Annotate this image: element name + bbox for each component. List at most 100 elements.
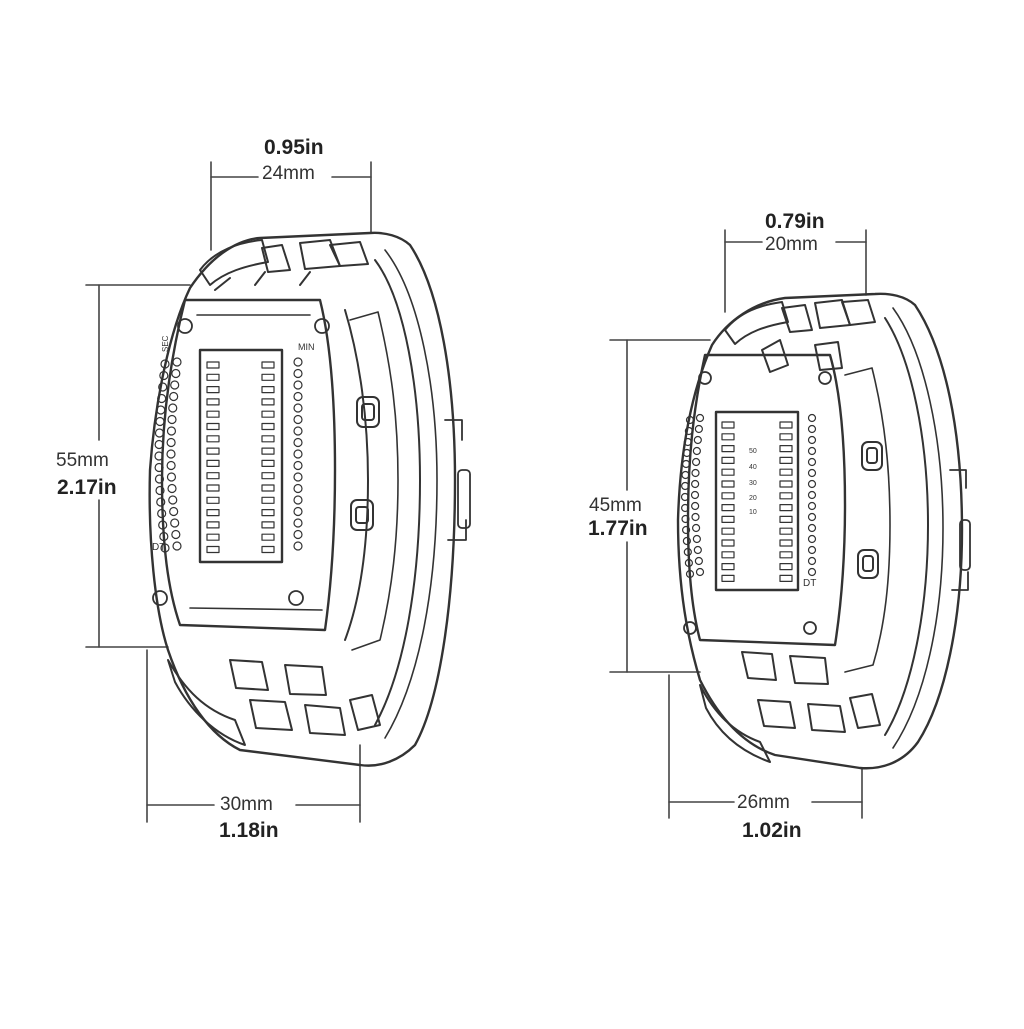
- led-dot: [695, 567, 705, 577]
- large-scale-left-0: SEC: [161, 335, 170, 352]
- led-dot: [293, 495, 303, 505]
- led-segment: [206, 533, 220, 541]
- led-dot: [691, 512, 700, 522]
- led-dot: [692, 446, 701, 456]
- led-dot: [156, 497, 166, 507]
- led-segment: [206, 447, 220, 455]
- led-dot: [681, 481, 690, 491]
- led-dot: [807, 556, 817, 566]
- led-dot: [694, 424, 703, 434]
- led-dot: [160, 543, 170, 553]
- large-led-rows: [206, 361, 275, 554]
- small-dimension-lines: [609, 229, 867, 819]
- large-push-buttons: [350, 396, 380, 531]
- led-dot: [807, 512, 817, 522]
- led-dot: [167, 483, 177, 494]
- led-segment: [779, 562, 793, 571]
- led-segment: [206, 472, 220, 480]
- led-dot: [157, 508, 167, 519]
- led-segment: [779, 480, 793, 488]
- led-segment: [779, 492, 793, 500]
- large-height-inches: 2.17in: [57, 476, 117, 499]
- led-segment: [721, 480, 735, 488]
- led-segment: [261, 496, 275, 504]
- led-dot: [293, 483, 303, 494]
- led-dot: [167, 414, 177, 425]
- led-dot: [807, 479, 817, 489]
- led-segment: [779, 421, 793, 429]
- led-dot: [172, 357, 182, 367]
- led-dot: [691, 457, 701, 467]
- led-dot: [684, 558, 693, 568]
- led-segment: [261, 459, 275, 467]
- led-dot: [293, 414, 303, 425]
- led-segment: [206, 484, 220, 492]
- large-dimension-lines: [85, 161, 372, 823]
- large-scale-left-3: DT: [152, 542, 165, 553]
- led-segment: [721, 456, 735, 464]
- large-watch: [85, 161, 471, 823]
- led-dot: [154, 451, 164, 461]
- led-segment: [721, 433, 735, 441]
- led-dot: [159, 531, 169, 542]
- small-depth-mm: 26mm: [737, 792, 790, 813]
- large-depth-inches: 1.18in: [219, 819, 279, 842]
- led-segment: [721, 492, 735, 500]
- small-depth-inches: 1.02in: [742, 819, 802, 842]
- led-segment: [779, 433, 793, 441]
- led-segment: [206, 459, 220, 467]
- led-dot: [293, 368, 303, 379]
- led-segment: [206, 521, 220, 529]
- led-dot: [681, 525, 691, 535]
- led-segment: [779, 468, 793, 476]
- led-dot: [168, 403, 178, 413]
- led-dot: [154, 462, 164, 473]
- led-dot: [155, 485, 165, 496]
- led-dot: [682, 448, 691, 458]
- led-dot: [692, 534, 701, 544]
- small-push-buttons: [857, 441, 883, 579]
- led-dot: [293, 437, 303, 448]
- led-dot: [807, 413, 817, 423]
- led-segment: [261, 435, 275, 443]
- led-segment: [261, 509, 275, 517]
- led-segment: [779, 504, 793, 512]
- led-dot: [693, 545, 702, 555]
- small-led-rows: [721, 421, 793, 583]
- led-dot: [807, 446, 817, 456]
- led-dot: [170, 518, 180, 528]
- led-dot: [166, 460, 176, 471]
- led-dot: [807, 435, 817, 445]
- led-dot: [695, 413, 705, 423]
- led-dot: [154, 439, 164, 450]
- small-scale-mid-4: 10: [749, 509, 757, 516]
- led-dot: [684, 426, 693, 436]
- led-dot: [807, 490, 817, 500]
- led-segment: [261, 373, 275, 381]
- led-segment: [206, 422, 220, 431]
- led-segment: [206, 373, 220, 381]
- large-led-window: [198, 348, 284, 564]
- led-segment: [206, 386, 220, 394]
- led-dot: [807, 501, 817, 511]
- small-scale-right-dt: DT: [803, 578, 816, 589]
- led-dot: [293, 472, 303, 482]
- small-height-mm: 45mm: [589, 495, 642, 516]
- large-led-dots: [154, 357, 303, 553]
- led-dot: [690, 490, 700, 500]
- led-dot: [293, 518, 303, 528]
- led-dot: [293, 506, 303, 517]
- led-dot: [691, 468, 700, 478]
- led-segment: [206, 496, 220, 504]
- led-dot: [807, 545, 817, 555]
- large-width-inches: 0.95in: [264, 136, 324, 159]
- small-scale-mid-2: 30: [749, 480, 757, 487]
- small-led-dots: [680, 413, 817, 579]
- led-segment: [779, 551, 793, 559]
- small-screws: [683, 371, 832, 635]
- led-segment: [779, 515, 793, 524]
- led-dot: [681, 470, 690, 480]
- led-segment: [261, 361, 275, 369]
- led-dot: [694, 556, 703, 566]
- led-segment: [721, 527, 735, 535]
